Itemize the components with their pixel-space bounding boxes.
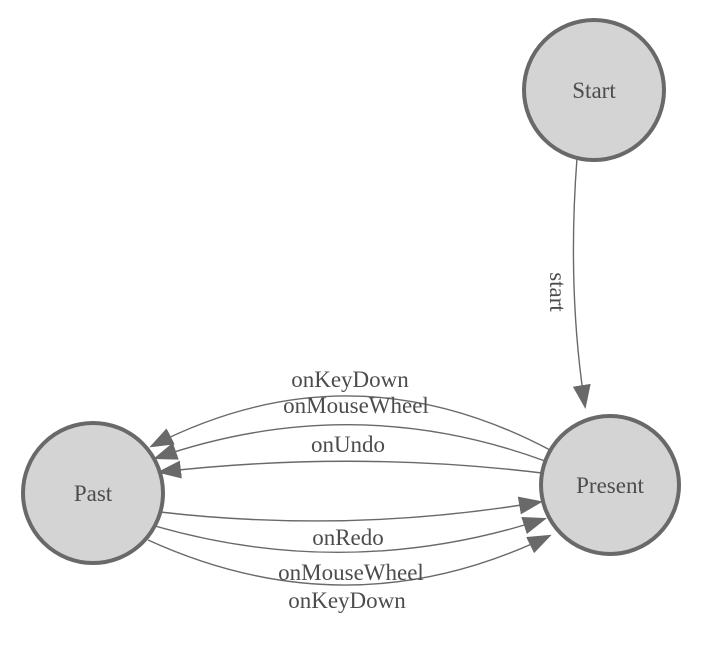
edge-past-to-present-onredo	[159, 496, 543, 522]
edge-label-onkeydown-upper: onKeyDown	[291, 367, 409, 392]
edge-label-start: start	[545, 272, 570, 312]
edge-past-to-present-onkeydown	[147, 534, 552, 586]
edge-label-onmousewheel-lower: onMouseWheel	[278, 560, 424, 585]
edge-present-to-past-onmousewheel	[153, 424, 546, 462]
edge-past-to-present-onmousewheel	[154, 516, 547, 554]
edge-label-onmousewheel-upper: onMouseWheel	[283, 393, 429, 418]
edge-present-to-past-onundo	[157, 460, 543, 479]
state-node-start-label: Start	[572, 78, 616, 103]
state-node-start	[522, 18, 666, 162]
state-node-past	[21, 421, 165, 565]
state-node-past-label: Past	[74, 481, 113, 506]
state-node-present	[539, 414, 681, 556]
edge-label-onundo: onUndo	[311, 432, 385, 457]
state-node-present-label: Present	[576, 473, 644, 498]
edge-start-to-present	[572, 157, 591, 409]
edge-label-onredo: onRedo	[312, 525, 384, 550]
edge-present-to-past-onkeydown	[149, 395, 551, 451]
edge-label-onkeydown-lower: onKeyDown	[288, 588, 406, 613]
